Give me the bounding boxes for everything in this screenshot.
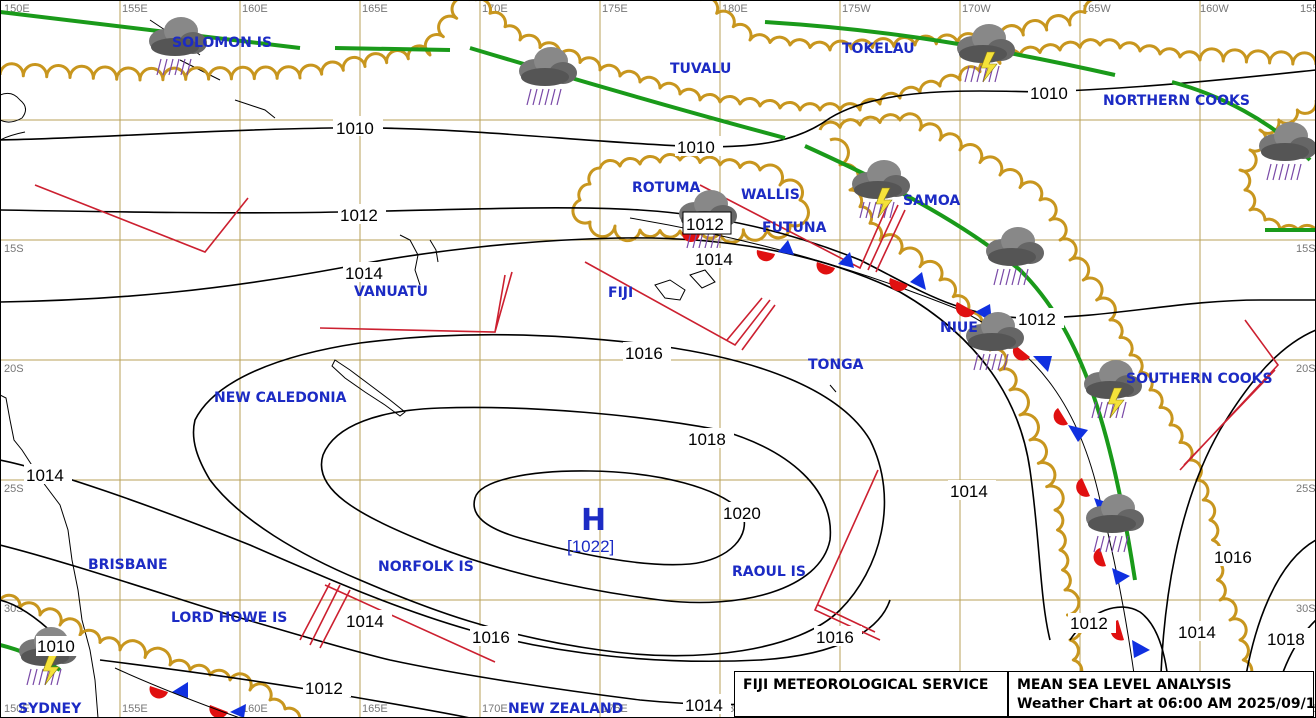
lat-tick-label: 15S — [1296, 243, 1316, 255]
storm-icon-northern-cooks — [1258, 121, 1316, 181]
high-pressure-center: H [1022] — [567, 503, 614, 556]
isobar-label: 1018 — [688, 430, 726, 449]
storm-icon-southern-cooks — [1084, 360, 1142, 418]
label-rotuma: ROTUMA — [632, 180, 701, 196]
label-new-caledonia: NEW CALEDONIA — [214, 390, 347, 406]
isobars — [0, 69, 1316, 718]
lon-tick-label: 165E — [362, 703, 388, 715]
isobar-label: 1014 — [346, 612, 384, 631]
cloud-boundary — [818, 112, 1257, 702]
lon-tick-label: 175W — [842, 3, 871, 15]
label-norfolk: NORFOLK IS — [378, 559, 474, 575]
lon-tick-label: 155E — [122, 3, 148, 15]
lon-tick-label: 175E — [602, 703, 628, 715]
footer-org: FIJI METEOROLOGICAL SERVICE — [743, 677, 989, 693]
isobar-label: 1014 — [345, 264, 383, 283]
label-wallis: WALLIS — [741, 187, 800, 203]
label-raoul: RAOUL IS — [732, 564, 806, 580]
storm-icon-samoa — [852, 160, 910, 218]
isobar-label: 1010 — [1030, 84, 1068, 103]
lon-tick-label: 160W — [1200, 3, 1229, 15]
cloud-boundary — [571, 153, 810, 245]
lon-tick-label: 150E — [4, 703, 30, 715]
lat-tick-label: 25S — [4, 483, 24, 495]
footer-issue-time: Weather Chart at 06:00 AM 2025/09/10 — [1017, 696, 1316, 712]
isobar-label: 1012 — [305, 679, 343, 698]
lon-tick-label: 175E — [602, 3, 628, 15]
lon-tick-label: 180E — [722, 3, 748, 15]
cloud-boundary — [700, 0, 1100, 52]
cloud-boundary — [0, 593, 302, 718]
lon-tick-label: 170W — [962, 3, 991, 15]
label-futuna: FUTUNA — [762, 220, 827, 236]
lon-tick-label: 170E — [482, 703, 508, 715]
label-northern-cooks: NORTHERN COOKS — [1103, 93, 1250, 109]
isobar-label: 1012 — [686, 215, 724, 234]
label-new-zealand: NEW ZEALAND — [508, 701, 623, 717]
label-tonga: TONGA — [808, 357, 864, 373]
label-tuvalu: TUVALU — [670, 61, 731, 77]
trough-lines — [34, 184, 1280, 663]
lon-tick-label: 160E — [242, 3, 268, 15]
cloud-boundary — [475, 0, 1316, 112]
isobar-labels: 1010 1010 1010 1010 1012 1012 1012 1012 … — [24, 82, 1313, 715]
isobar-label: 1014 — [685, 696, 723, 715]
lon-tick-label: 165E — [362, 3, 388, 15]
label-niue: NIUE — [940, 320, 978, 336]
isobar-label: 1014 — [26, 466, 64, 485]
footer-product: MEAN SEA LEVEL ANALYSIS — [1017, 677, 1232, 693]
lat-tick-label: 20S — [4, 363, 24, 375]
lat-tick-label: 30S — [1296, 603, 1316, 615]
lat-tick-label: 20S — [1296, 363, 1316, 375]
isobar-label: 1012 — [1070, 614, 1108, 633]
high-symbol: H — [581, 503, 606, 538]
isobar-label: 1016 — [472, 628, 510, 647]
label-fiji: FIJI — [608, 285, 633, 301]
isobar-label: 1014 — [695, 250, 733, 269]
lon-tick-label: 155E — [122, 703, 148, 715]
stationary-front — [114, 217, 1150, 718]
isobar-label: 1014 — [1178, 623, 1216, 642]
lon-tick-label: 165W — [1082, 3, 1111, 15]
isobar-label: 1018 — [1267, 630, 1305, 649]
isobar-label: 1010 — [37, 637, 75, 656]
footer-org-box: FIJI METEOROLOGICAL SERVICE — [734, 671, 1008, 717]
isobar-label: 1012 — [1018, 310, 1056, 329]
storm-icon-niue-north — [985, 226, 1045, 286]
label-vanuatu: VANUATU — [354, 284, 428, 300]
isobar-label: 1012 — [340, 206, 378, 225]
label-samoa: SAMOA — [903, 193, 960, 209]
storm-icon-tuvalu — [518, 46, 578, 106]
label-lord-howe: LORD HOWE IS — [171, 610, 287, 626]
isobar-label: 1016 — [625, 344, 663, 363]
high-pressure-value: [1022] — [567, 537, 614, 556]
label-brisbane: BRISBANE — [88, 557, 168, 573]
label-solomon: SOLOMON IS — [172, 35, 272, 51]
lat-tick-label: 25S — [1296, 483, 1316, 495]
footer-product-box: MEAN SEA LEVEL ANALYSIS Weather Chart at… — [1008, 671, 1316, 717]
isobar-label: 1016 — [816, 628, 854, 647]
place-labels: SOLOMON IS TUVALU TOKELAU NORTHERN COOKS… — [18, 35, 1273, 717]
isobar-label: 1010 — [336, 119, 374, 138]
isobar-label: 1014 — [950, 482, 988, 501]
storm-icon-south — [1085, 493, 1145, 553]
isobar-label: 1020 — [723, 504, 761, 523]
cloud-boundary — [829, 137, 1087, 702]
lon-tick-label: 160E — [242, 703, 268, 715]
label-southern-cooks: SOUTHERN COOKS — [1126, 371, 1273, 387]
isobar-label: 1016 — [1214, 548, 1252, 567]
label-tokelau: TOKELAU — [842, 41, 915, 57]
isobar-label: 1010 — [677, 138, 715, 157]
lat-tick-label: 15S — [4, 243, 24, 255]
label-sydney: SYDNEY — [18, 701, 82, 717]
lon-tick-label: 155W — [1300, 3, 1316, 15]
